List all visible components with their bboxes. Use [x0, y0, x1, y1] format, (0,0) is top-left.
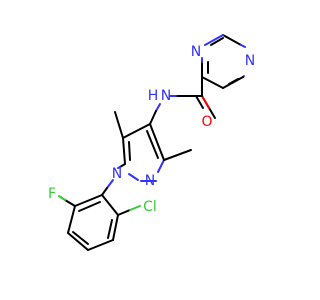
atom-label-amide-h: H: [148, 88, 159, 104]
atom-label-pyrazine-n4: N: [191, 44, 201, 60]
bond: [122, 123, 151, 139]
bond: [112, 214, 119, 241]
bond: [163, 149, 192, 161]
bond: [128, 141, 131, 161]
bond: [149, 110, 157, 125]
bond: [114, 111, 124, 139]
bond: [122, 137, 126, 165]
bond: [201, 76, 224, 89]
bond: [72, 231, 89, 245]
pyrazine-ring: [201, 34, 246, 89]
bond: [101, 194, 119, 216]
bond: [67, 205, 76, 234]
bond: [149, 123, 165, 161]
atom-label-amide-n: N: [161, 88, 171, 104]
bond: [240, 44, 246, 48]
bond: [228, 78, 239, 85]
atom-labels: N N N H O N N F Cl: [48, 44, 255, 215]
bond: [195, 95, 204, 109]
bond: [155, 103, 161, 112]
atom-label-chlorine: Cl: [143, 199, 157, 215]
bond: [201, 95, 210, 109]
bond: [128, 173, 139, 181]
bond: [157, 159, 165, 173]
atom-label-amide-o: O: [201, 114, 212, 130]
bond: [117, 166, 121, 169]
bond: [204, 34, 224, 46]
atom-label-fluorine: F: [48, 186, 56, 202]
amide-group: [149, 76, 216, 125]
bond: [87, 239, 114, 251]
atom-label-pyrazine-n1: N: [245, 53, 255, 69]
benzene-ring: [67, 194, 119, 251]
bond: [107, 219, 113, 239]
bond: [210, 37, 224, 46]
bond: [222, 34, 242, 46]
bond: [106, 179, 114, 189]
bond: [117, 209, 131, 216]
bond: [146, 130, 159, 159]
bond: [78, 201, 101, 212]
pyrazole-ring: [117, 123, 165, 182]
molecule-diagram: N N N H O N N F Cl: [48, 34, 255, 251]
methyl-groups: [114, 111, 192, 161]
benzyl-linker: [101, 179, 114, 196]
bond: [67, 232, 89, 251]
bond: [58, 195, 66, 201]
molecule-structure: N N N H O N N F Cl: [48, 34, 255, 251]
atom-label-pyrazole-n1: N: [112, 166, 122, 182]
bond: [64, 199, 76, 207]
bond: [74, 194, 103, 207]
bond: [101, 187, 108, 196]
atom-label-pyrazole-n2: N: [145, 173, 155, 189]
halogen-substituents: [58, 195, 141, 216]
bond: [129, 205, 141, 211]
